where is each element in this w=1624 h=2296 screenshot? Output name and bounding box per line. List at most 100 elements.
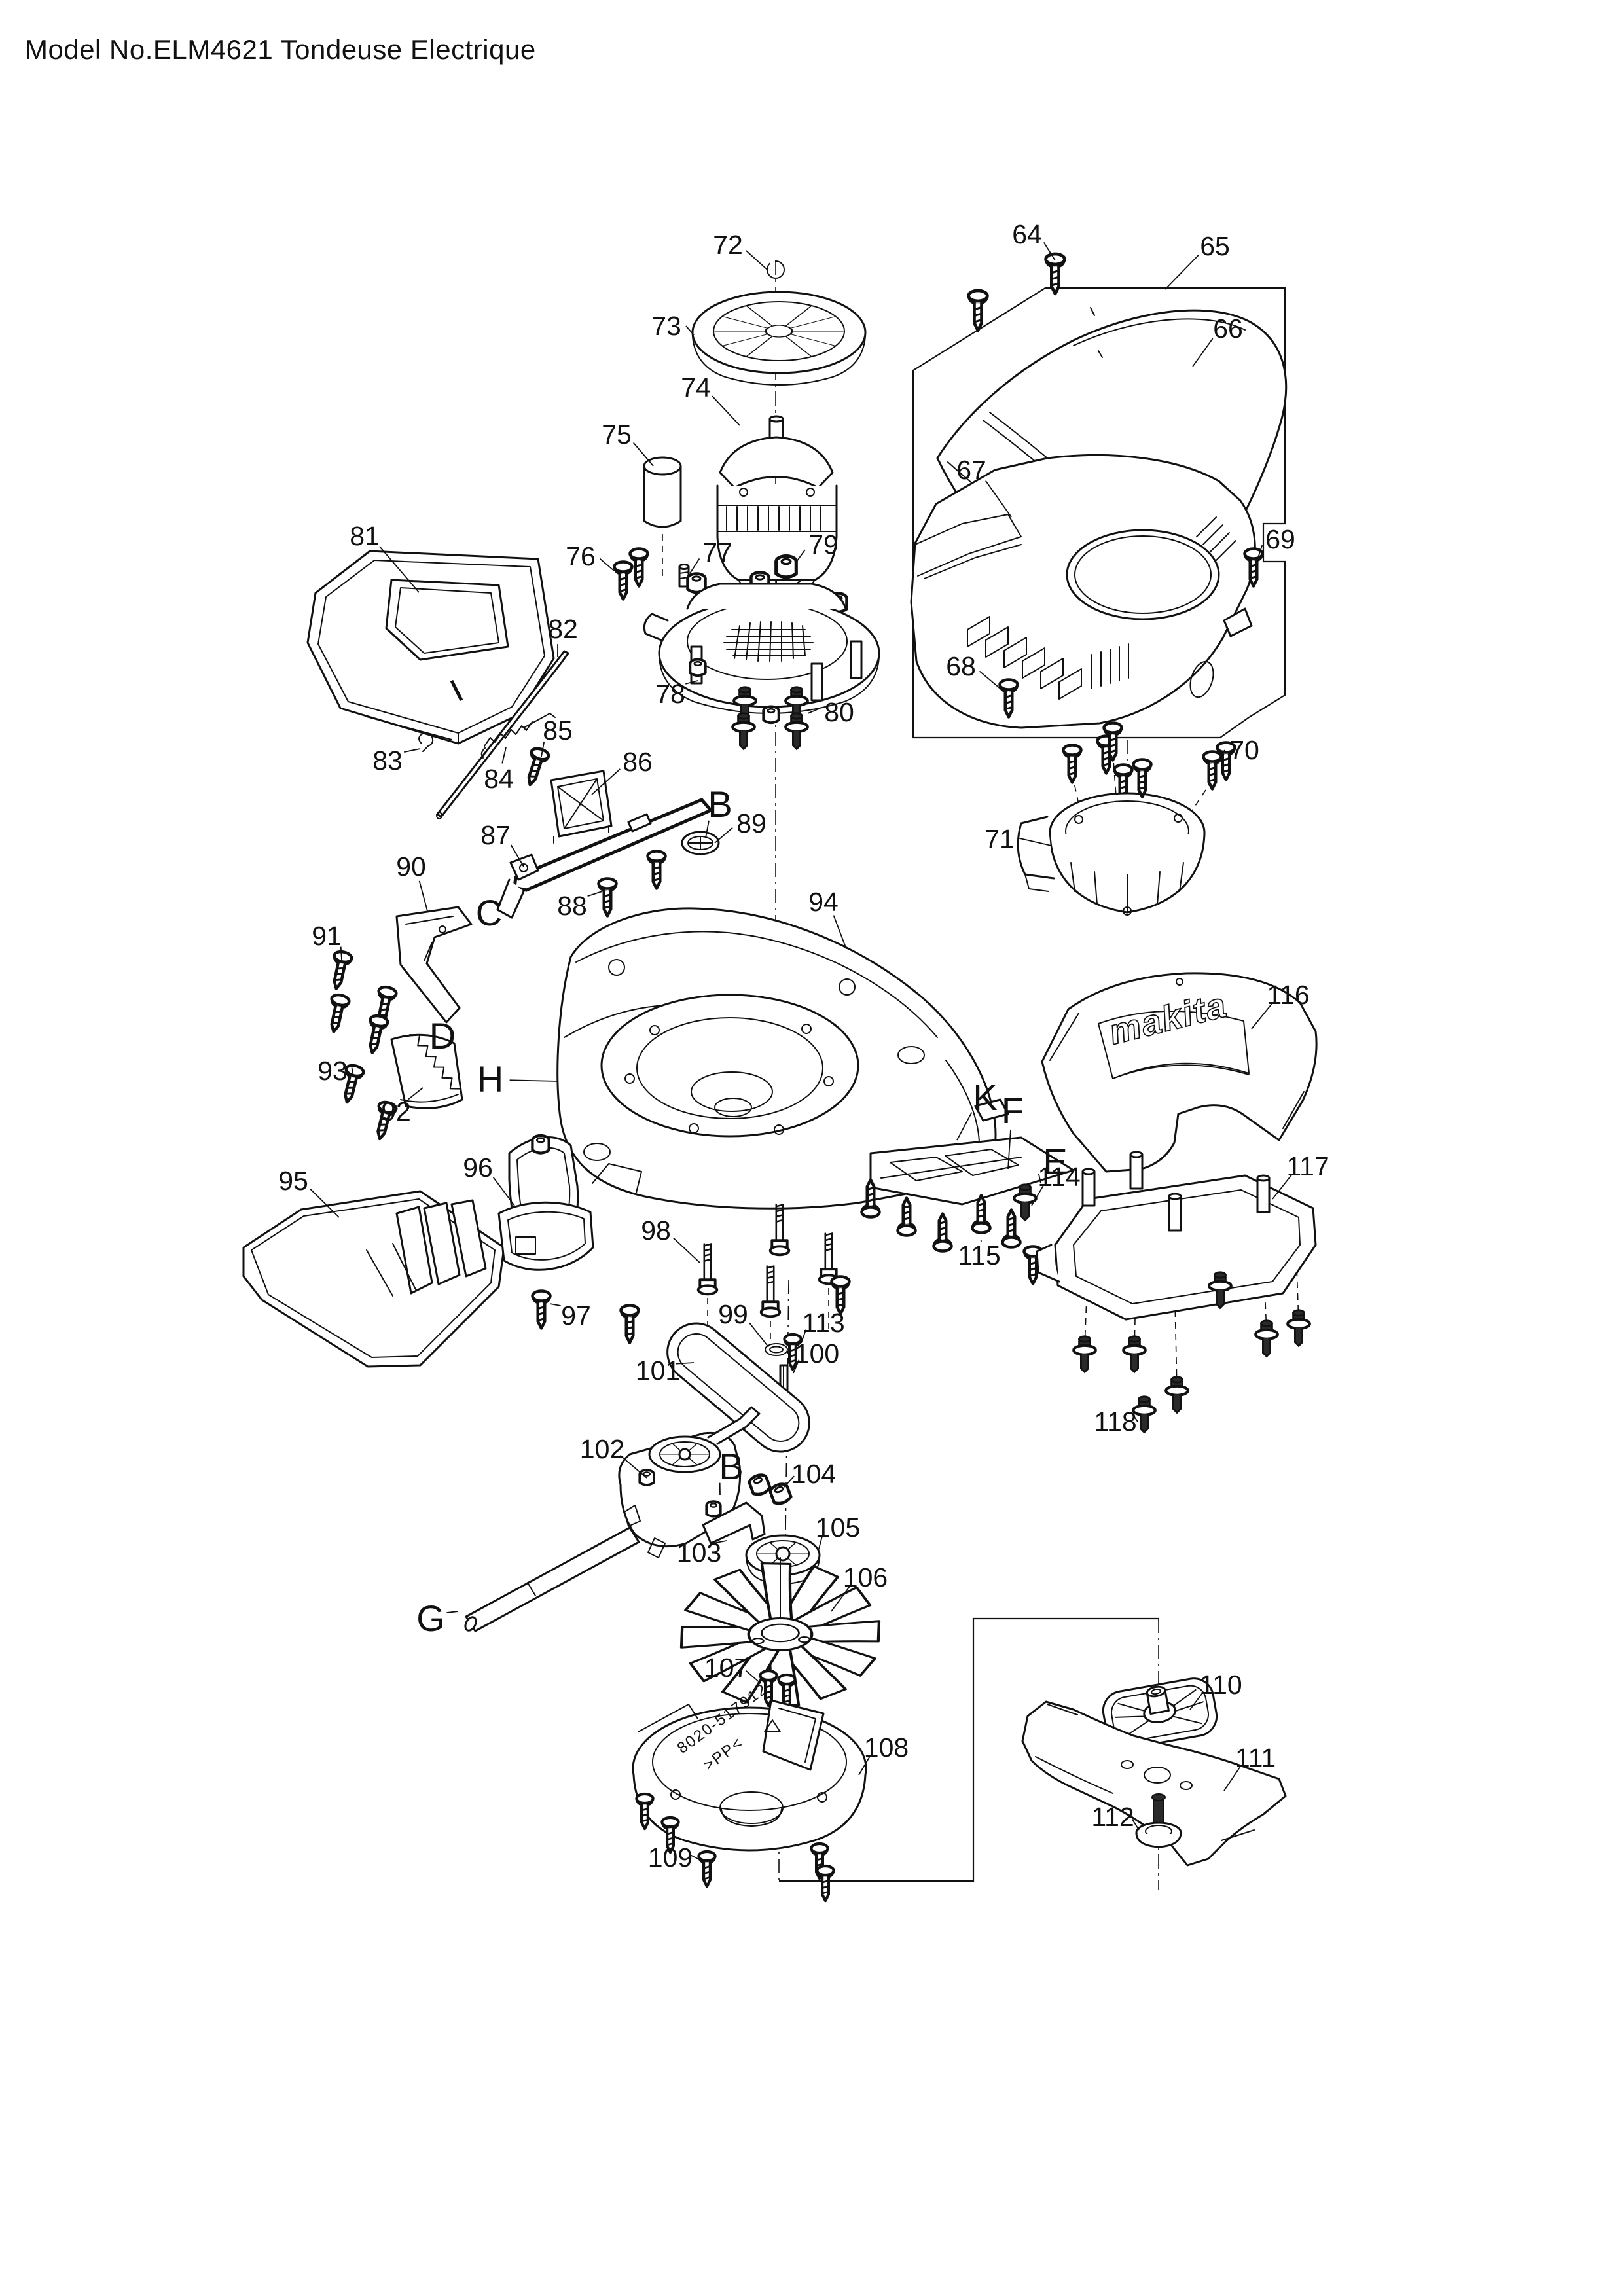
leader-107	[745, 1670, 761, 1684]
bolt-98b	[768, 1203, 791, 1257]
leader-108	[858, 1755, 871, 1776]
part-label-101: 101	[636, 1355, 680, 1386]
screw-70c	[1134, 760, 1151, 797]
leader-72	[746, 250, 768, 270]
part-label-64: 64	[1012, 219, 1042, 249]
leader-117	[1272, 1174, 1292, 1200]
part-label-87: 87	[480, 820, 511, 850]
bolt-79	[776, 556, 797, 577]
part-label-118: 118	[1094, 1407, 1136, 1437]
part-label-80: 80	[824, 697, 854, 727]
leader-105	[818, 1536, 823, 1552]
housing-louvres	[967, 616, 1082, 700]
part-label-77: 77	[702, 537, 732, 567]
part-label-115: 115	[958, 1240, 1000, 1270]
leader-96	[492, 1177, 515, 1206]
part-label-79: 79	[808, 529, 839, 560]
page-title: Model No.ELM4621 Tondeuse Electrique	[25, 34, 536, 65]
part-label-99: 99	[718, 1299, 748, 1329]
screw-109c	[698, 1852, 715, 1886]
part-78-baffle	[643, 583, 880, 725]
part-112-bolt	[1135, 1793, 1182, 1848]
section-connector-blade	[779, 1617, 1159, 1882]
part-label-D: D	[429, 1015, 456, 1056]
leader-73	[685, 325, 695, 336]
bolt-98a	[696, 1242, 719, 1296]
part-110-blade-support	[1102, 1677, 1218, 1749]
leader-H	[509, 1079, 558, 1082]
part-label-H: H	[477, 1058, 503, 1100]
leader-G	[446, 1611, 459, 1613]
screw-115c	[934, 1214, 952, 1251]
part-label-66: 66	[1213, 314, 1243, 344]
leader-68	[979, 670, 1001, 689]
screw-64b	[969, 291, 988, 331]
part-label-76: 76	[566, 541, 596, 571]
part-86-vent-plate	[550, 770, 613, 844]
part-label-69: 69	[1265, 524, 1295, 554]
leader-78	[685, 680, 698, 685]
part-116-handle-cover: makita	[1041, 972, 1318, 1173]
part-106-fan	[670, 1554, 892, 1713]
part-label-98: 98	[641, 1215, 671, 1246]
part-label-65: 65	[1200, 231, 1230, 261]
screw-118e	[1255, 1321, 1278, 1357]
part-label-C: C	[476, 892, 502, 933]
part-label-112: 112	[1091, 1802, 1134, 1832]
part-label-82: 82	[548, 614, 578, 644]
leader-98	[672, 1237, 701, 1264]
part-label-B: B	[708, 783, 732, 825]
part-label-114: 114	[1038, 1162, 1080, 1192]
part-99-oring	[765, 1343, 788, 1356]
part-label-117: 117	[1286, 1151, 1329, 1181]
part-81-flap	[306, 550, 555, 745]
leader-93	[351, 1067, 354, 1077]
part-label-91: 91	[312, 921, 342, 951]
part-label-116: 116	[1267, 980, 1309, 1010]
part-label-74: 74	[681, 372, 711, 403]
part-label-102: 102	[580, 1434, 624, 1464]
part-label-F: F	[1001, 1090, 1024, 1131]
part-label-67: 67	[956, 455, 986, 485]
part-102-gearbox	[464, 1406, 761, 1632]
part-label-113: 113	[802, 1308, 844, 1338]
part-label-B2: B	[719, 1446, 743, 1487]
part-74-motor	[716, 415, 838, 613]
leader-86	[591, 768, 621, 795]
screw-114a	[1014, 1185, 1036, 1221]
part-label-E: E	[1043, 1141, 1067, 1182]
part-label-107: 107	[704, 1653, 749, 1683]
screw-88b	[648, 852, 666, 889]
screw-115e	[1003, 1210, 1020, 1247]
part-82-rod	[436, 650, 569, 819]
leader-64	[1043, 242, 1056, 261]
part-label-72: 72	[713, 230, 743, 260]
part-label-75: 75	[602, 420, 632, 450]
section-box-65	[912, 287, 1286, 739]
leader-118	[1132, 1415, 1138, 1422]
part-96-bracket	[497, 1136, 594, 1271]
part-117-tray	[1036, 1151, 1317, 1321]
leader-65	[1164, 254, 1199, 290]
part-label-94: 94	[808, 887, 839, 917]
screw-118b	[1123, 1336, 1146, 1372]
part-label-90: 90	[396, 852, 426, 882]
leader-77	[689, 558, 700, 574]
leader-88	[587, 891, 603, 897]
screw-80c	[732, 713, 755, 749]
part-label-78: 78	[655, 679, 685, 709]
part-label-83: 83	[372, 745, 403, 776]
part-94-deck	[556, 907, 1075, 1210]
screw-97b	[621, 1306, 639, 1343]
part-label-96: 96	[463, 1153, 493, 1183]
leader-101	[676, 1362, 695, 1365]
leader-94	[833, 915, 847, 950]
leader-110	[1189, 1691, 1204, 1710]
leader-E	[1038, 1173, 1041, 1184]
part-92-comb	[390, 1033, 463, 1109]
part-label-70: 70	[1229, 735, 1259, 765]
part-label-100: 100	[795, 1338, 839, 1369]
part-label-97: 97	[561, 1300, 591, 1331]
leader-90	[418, 880, 428, 912]
part-label-111: 111	[1235, 1743, 1276, 1773]
